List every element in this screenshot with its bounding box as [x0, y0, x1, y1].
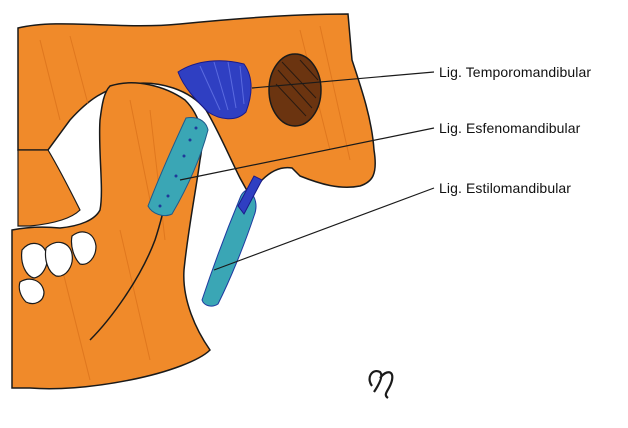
- label-esfenomandibular: Lig. Esfenomandibular: [439, 120, 580, 136]
- articular-fossa: [269, 54, 321, 126]
- maxilla: [18, 150, 80, 226]
- artist-signature: [370, 371, 393, 398]
- label-estilomandibular: Lig. Estilomandibular: [439, 180, 571, 196]
- label-temporomandibular: Lig. Temporomandibular: [439, 64, 591, 80]
